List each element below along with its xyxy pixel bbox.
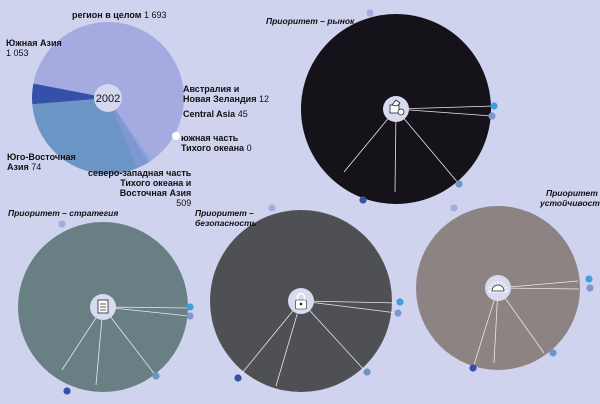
pie-slice-1 (108, 98, 152, 163)
title-strategy: Приоритет – стратегия (8, 208, 119, 218)
priority-pie-0-divider-2 (395, 108, 460, 185)
priority-pie-0-marker-2 (488, 112, 496, 120)
priority-pie-1-divider-1 (102, 306, 190, 317)
priority-pie-3-marker-4 (469, 364, 477, 372)
priority-pie-3-marker-0 (450, 204, 458, 212)
priority-pie-0-divider-4 (343, 108, 397, 173)
priority-pie-1-marker-1 (186, 303, 194, 311)
priority-pie-2-divider-3 (275, 300, 302, 387)
priority-pie-2-divider-4 (237, 300, 302, 379)
priority-pie-1-divider-3 (95, 306, 104, 386)
priority-pie-2-divider-1 (300, 300, 398, 314)
priority-pie-1-marker-2 (186, 312, 194, 320)
slice-label-central-asia: Central Asia 45 (183, 109, 248, 119)
sun-icon (488, 281, 508, 293)
priority-pie-2-marker-1 (396, 298, 404, 306)
priority-pie-3-marker-2 (586, 284, 594, 292)
priority-pie-2-marker-4 (234, 374, 242, 382)
priority-pie-0-divider-1 (395, 108, 493, 117)
priority-pie-1-divider-0 (102, 306, 190, 309)
lock-icon (295, 292, 307, 310)
priority-pie-3-divider-0 (497, 280, 579, 289)
priority-pie-3-divider-2 (497, 287, 545, 354)
priority-pie-2-marker-0 (268, 204, 276, 212)
south-pacific-marker (172, 132, 180, 140)
pie-center-label: 2002 (96, 93, 120, 105)
title-sustainability: Приоритет –устойчивость (540, 188, 600, 208)
hand-icon (389, 99, 405, 116)
priority-pie-2-divider-0 (300, 300, 400, 304)
document-icon (97, 299, 109, 314)
title-market: Приоритет – рынок (266, 16, 355, 26)
pie-slice-5 (31, 83, 108, 105)
priority-pie-3-marker-1 (585, 275, 593, 283)
priority-pie-0-divider-0 (395, 105, 495, 110)
priority-pie-2-divider-2 (300, 300, 367, 373)
priority-pie-2-marker-3 (363, 368, 371, 376)
priority-pie-1-marker-0 (58, 220, 66, 228)
pie-center (94, 84, 122, 112)
priority-pie-3-marker-3 (549, 349, 557, 357)
title-security: Приоритет –безопасность (195, 208, 257, 228)
priority-pie-3-divider-1 (497, 287, 580, 290)
priority-pie-1-divider-2 (102, 306, 157, 377)
priority-pie-0-marker-4 (359, 196, 367, 204)
priority-pie-0-marker-0 (366, 9, 374, 17)
priority-pie-1-marker-4 (63, 387, 71, 395)
priority-pie-2-marker-2 (394, 309, 402, 317)
pie-slice-2 (108, 98, 149, 168)
priority-pie-0-divider-3 (394, 108, 397, 193)
priority-pie-3-divider-4 (472, 287, 499, 369)
total-label: регион в целом 1 693 (72, 10, 167, 20)
pie-slice-4 (32, 98, 138, 174)
priority-pie-1-marker-3 (152, 372, 160, 380)
priority-pie-0-marker-1 (490, 102, 498, 110)
priority-pie-0-marker-3 (455, 180, 463, 188)
